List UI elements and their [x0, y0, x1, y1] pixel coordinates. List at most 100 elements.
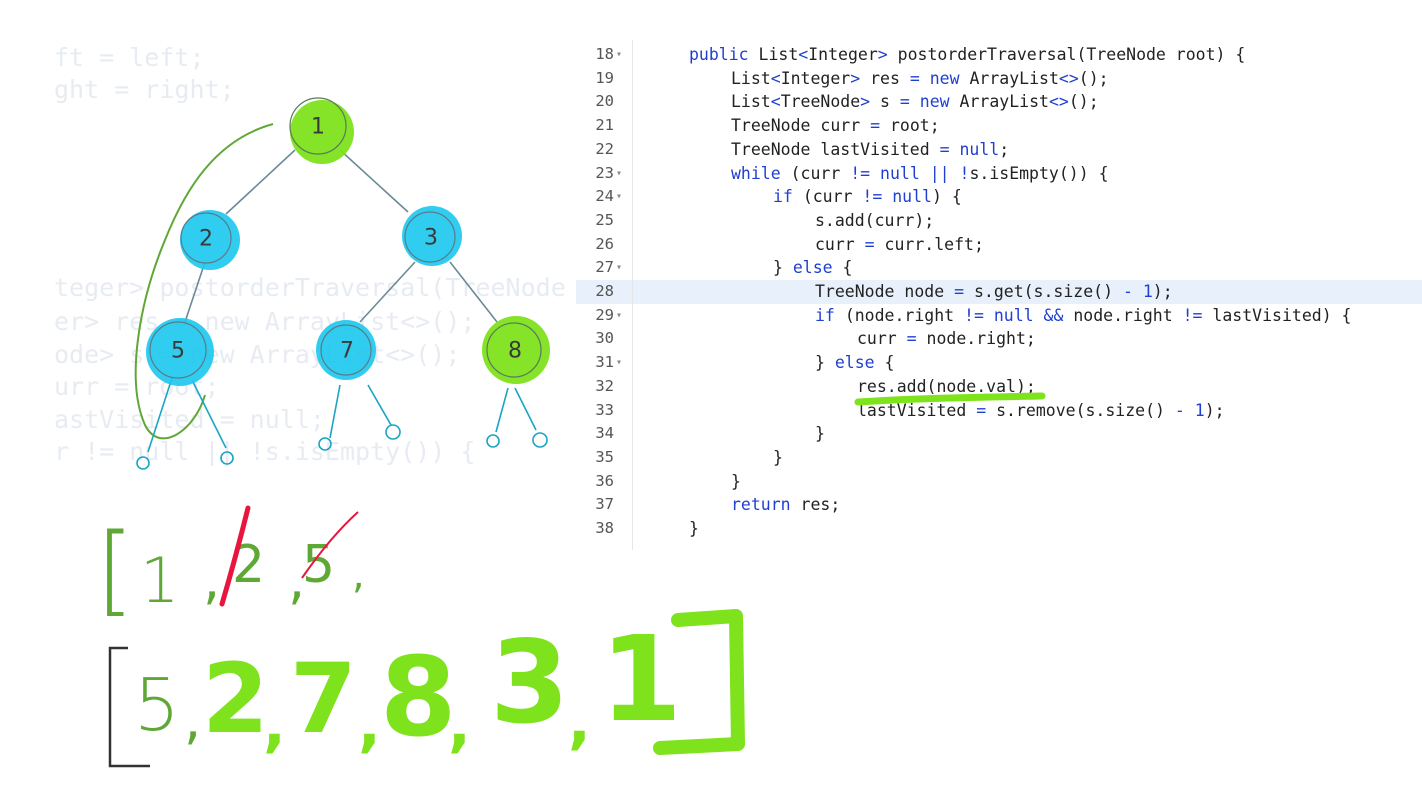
fold-arrow-icon[interactable]: ▾ — [616, 262, 623, 274]
code-text: } — [731, 471, 741, 491]
fold-arrow-icon[interactable]: ▾ — [616, 167, 623, 179]
fold-arrow-icon[interactable]: ▾ — [616, 49, 623, 60]
code-text: while (curr != null || !s.isEmpty()) { — [731, 163, 1109, 183]
code-text: } — [689, 519, 699, 538]
line-number: 22 — [595, 139, 614, 158]
svg-text:5: 5 — [302, 535, 335, 595]
line-number: 32 — [595, 376, 614, 395]
line-number: 23 — [595, 163, 614, 182]
code-line-36: 36} — [576, 470, 1422, 494]
fold-arrow-icon[interactable]: ▾ — [616, 357, 623, 369]
strike-5 — [301, 511, 359, 579]
line-number: 28 — [595, 282, 614, 300]
code-line-27: 27▾ } else { — [576, 256, 1422, 280]
svg-text:2: 2 — [202, 643, 269, 755]
code-line-37: 37 return res; — [576, 493, 1422, 517]
line-number: 34 — [595, 424, 614, 443]
code-line-22: 22 TreeNode lastVisited = null; — [576, 138, 1422, 162]
gutter-divider — [632, 40, 633, 550]
svg-text:3: 3 — [490, 616, 569, 749]
line-number: 27 — [595, 258, 614, 277]
ghost-line: ght = right; — [54, 75, 235, 104]
svg-text:,: , — [288, 548, 305, 611]
code-line-29: 29▾ if (node.right != null && node.right … — [576, 304, 1422, 328]
code-line-38: 38} — [576, 517, 1422, 541]
code-text: public List<Integer> postorderTraversal(… — [689, 45, 1246, 64]
code-line-20: 20 List<TreeNode> s = new ArrayList<>(); — [576, 90, 1422, 114]
line-number: 25 — [595, 210, 614, 229]
edge-1-3 — [339, 149, 409, 213]
handwritten-array-draft: [ 1 , 2 , 5 , — [96, 505, 365, 627]
svg-text:1: 1 — [600, 610, 682, 748]
line-number: 29 — [595, 305, 614, 324]
traversal-arc — [134, 123, 274, 440]
code-text: if (curr != null) { — [773, 187, 962, 207]
tree-node-2: 2 — [180, 210, 240, 270]
svg-text:,: , — [448, 690, 471, 760]
line-number: 31 — [595, 353, 614, 372]
ghost-line: ft = left; — [54, 43, 205, 72]
code-line-34: 34} — [576, 422, 1422, 446]
code-text: TreeNode node = s.get(s.size() - 1); — [815, 282, 1173, 301]
code-line-24: 24▾ if (curr != null) { — [576, 185, 1422, 209]
code-text: List<TreeNode> s = new ArrayList<>(); — [731, 92, 1099, 112]
svg-text:,: , — [352, 552, 365, 598]
code-text: curr = node.right; — [857, 329, 1036, 349]
code-text: return res; — [731, 495, 841, 515]
code-line-28: 28 TreeNode node = s.get(s.size() - 1); — [576, 280, 1422, 304]
code-line-35: 35} — [576, 446, 1422, 470]
code-text: } else { — [773, 258, 853, 278]
node-label-5: 5 — [171, 339, 185, 364]
line-number: 37 — [595, 495, 614, 514]
edge-1-2 — [225, 149, 296, 215]
line-number: 19 — [595, 68, 614, 87]
ghost-line: astVisited = null; — [54, 405, 325, 434]
node-label-1: 1 — [311, 115, 325, 140]
code-text: if (node.right != null && node.right != … — [815, 305, 1352, 325]
edge-3-7 — [359, 261, 416, 323]
tree-node-8: 8 — [482, 316, 550, 384]
code-line-23: 23▾ while (curr != null || !s.isEmpty()) … — [576, 162, 1422, 186]
code-line-31: 31▾ } else { — [576, 351, 1422, 375]
svg-text:,: , — [568, 687, 591, 757]
line-number: 20 — [595, 92, 614, 111]
svg-text:,: , — [358, 690, 381, 760]
code-text: } — [815, 424, 825, 444]
ghost-line: r != null || !s.isEmpty()) { — [54, 437, 476, 466]
svg-text:8: 8 — [380, 633, 457, 761]
line-number: 24 — [595, 187, 614, 206]
code-text: } — [773, 447, 783, 467]
code-text: res.add(node.val); — [857, 376, 1036, 396]
code-text: curr = curr.left; — [815, 234, 984, 254]
node-label-7: 7 — [340, 339, 354, 364]
code-text: List<Integer> res = new ArrayList<>(); — [731, 68, 1109, 88]
line-number: 30 — [595, 329, 614, 348]
svg-text:,: , — [184, 688, 201, 751]
tree-node-1: 1 — [289, 97, 354, 164]
fold-arrow-icon[interactable]: ▾ — [616, 309, 623, 321]
code-text: } else { — [815, 353, 895, 373]
tree-node-3: 3 — [402, 206, 462, 266]
edge-2-5 — [184, 261, 206, 323]
edge-3-8 — [449, 261, 498, 323]
line-number: 21 — [595, 116, 614, 135]
node-label-3: 3 — [424, 226, 438, 251]
tree-node-5: 5 — [146, 318, 214, 386]
code-text: TreeNode lastVisited = null; — [731, 139, 1010, 159]
svg-text:7: 7 — [290, 643, 357, 755]
code-line-32: 32 res.add(node.val); — [576, 375, 1422, 399]
svg-text:,: , — [203, 548, 220, 611]
line-number: 38 — [595, 519, 614, 537]
code-editor: 18▾public List<Integer> postorderTravers… — [576, 40, 1422, 552]
node-label-2: 2 — [199, 227, 213, 252]
strike-2 — [219, 505, 251, 607]
node-label-8: 8 — [508, 339, 522, 364]
code-line-30: 30 curr = node.right; — [576, 327, 1422, 351]
svg-text:1: 1 — [140, 544, 179, 617]
code-text: lastVisited = s.remove(s.size() - 1); — [857, 400, 1225, 420]
fold-arrow-icon[interactable]: ▾ — [616, 191, 623, 203]
